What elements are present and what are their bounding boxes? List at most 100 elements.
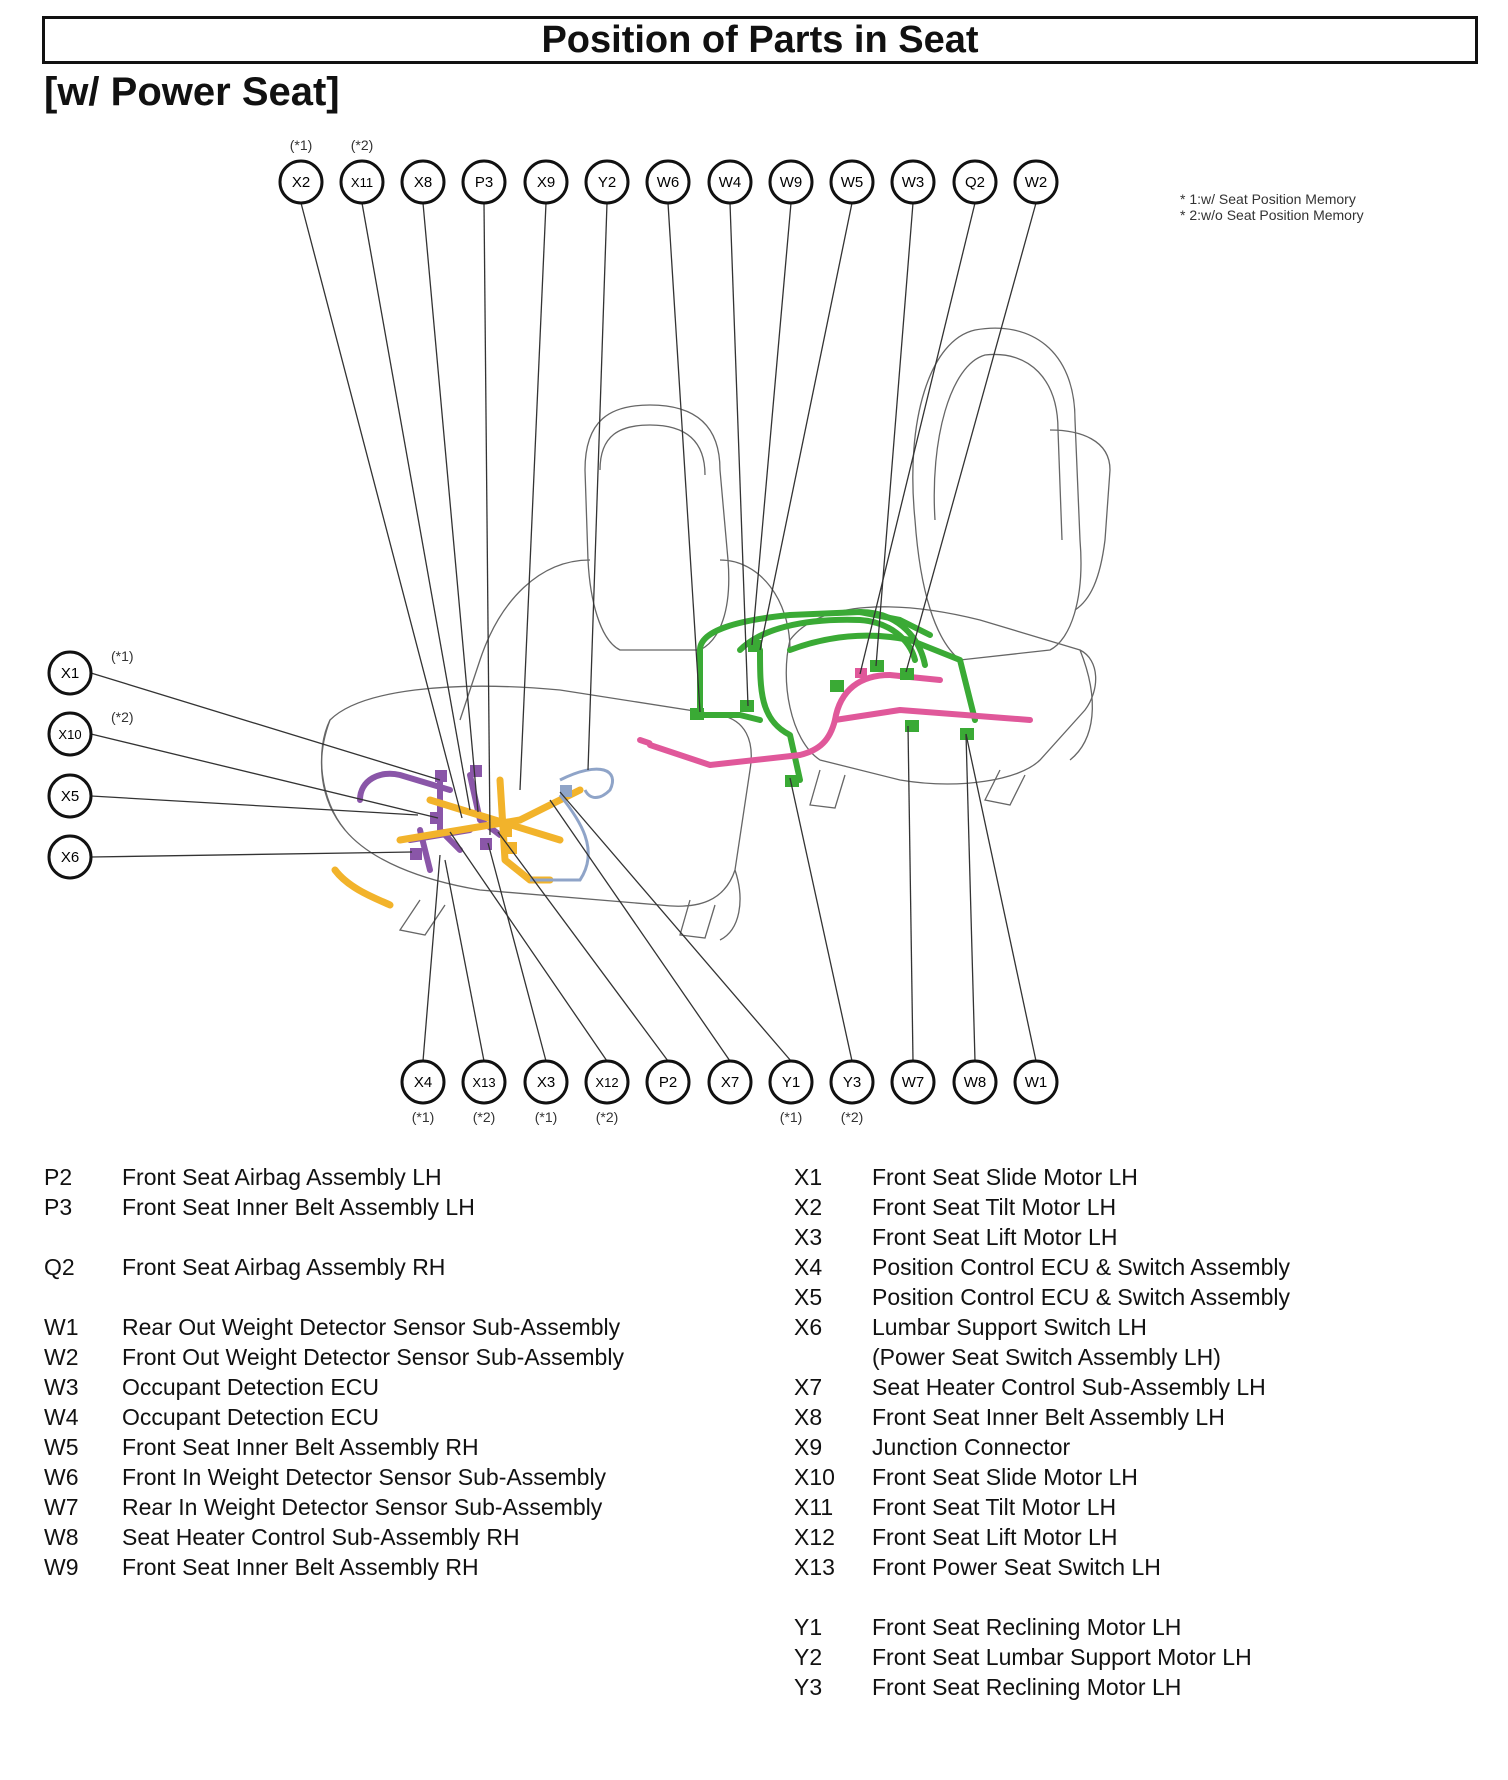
leader-line bbox=[587, 202, 608, 771]
leader-line bbox=[751, 202, 792, 646]
connector-x13: X13(*2) bbox=[461, 1059, 507, 1125]
legend-code: W8 bbox=[44, 1524, 79, 1550]
leader-line bbox=[90, 733, 439, 819]
leader-line bbox=[90, 795, 419, 816]
legend-code: X11 bbox=[794, 1494, 834, 1520]
connector-x2: X2(*1) bbox=[278, 137, 324, 205]
legend-code: W6 bbox=[44, 1464, 79, 1490]
legend-code: X6 bbox=[794, 1314, 823, 1340]
connector-label: X11 bbox=[351, 175, 373, 190]
note-no-seat-memory: * 2:w/o Seat Position Memory bbox=[1180, 207, 1364, 223]
legend-description: Front Seat Tilt Motor LH bbox=[872, 1194, 1117, 1220]
legend-description: Junction Connector bbox=[872, 1434, 1071, 1460]
connector-x8: X8 bbox=[400, 159, 446, 205]
legend-row: X9 Junction Connector bbox=[794, 1432, 1290, 1462]
connector-circle bbox=[400, 1059, 446, 1105]
legend-description: Front Seat Slide Motor LH bbox=[872, 1164, 1138, 1190]
legend-description: Front Seat Slide Motor LH bbox=[872, 1464, 1138, 1490]
legend-description: Front Seat Airbag Assembly RH bbox=[122, 1254, 446, 1280]
legend-description: Seat Heater Control Sub-Assembly RH bbox=[122, 1524, 520, 1550]
legend-code: X7 bbox=[794, 1374, 823, 1400]
connector-label: W9 bbox=[780, 174, 803, 191]
connector-x7: X7 bbox=[707, 1059, 753, 1105]
note-seat-memory: * 1:w/ Seat Position Memory bbox=[1180, 191, 1356, 207]
legend-description: Front Power Seat Switch LH bbox=[872, 1554, 1161, 1580]
connector-x3: X3(*1) bbox=[523, 1059, 569, 1125]
connector-circle bbox=[890, 159, 936, 205]
leader-line bbox=[361, 202, 471, 811]
legend-code: Y2 bbox=[794, 1644, 823, 1670]
connector-q2: Q2 bbox=[952, 159, 998, 205]
leader-line bbox=[559, 791, 792, 1062]
connector-label: W4 bbox=[719, 174, 742, 191]
connector-y2: Y2 bbox=[584, 159, 630, 205]
legend-description: Position Control ECU & Switch Assembly bbox=[872, 1254, 1290, 1280]
connector-p3: P3 bbox=[461, 159, 507, 205]
connector-w5: W5 bbox=[829, 159, 875, 205]
connector-label: W8 bbox=[964, 1074, 987, 1091]
connector-circle bbox=[707, 159, 753, 205]
connector-y1: Y1(*1) bbox=[768, 1059, 814, 1125]
connector-label: X1 bbox=[61, 665, 79, 682]
legend-description: Position Control ECU & Switch Assembly bbox=[872, 1284, 1290, 1310]
legend-description: Occupant Detection ECU bbox=[122, 1374, 379, 1400]
legend-code: X9 bbox=[794, 1434, 823, 1460]
legend-code: X8 bbox=[794, 1404, 823, 1430]
connector-note: (*1) bbox=[535, 1109, 558, 1125]
connector-w3: W3 bbox=[890, 159, 936, 205]
leader-line bbox=[497, 831, 669, 1062]
leader-line bbox=[90, 672, 441, 781]
connector-circle bbox=[768, 159, 814, 205]
legend-code: Q2 bbox=[44, 1254, 75, 1280]
connector-circle bbox=[768, 1059, 814, 1105]
connector-w4: W4 bbox=[707, 159, 753, 205]
legend-description: Front Seat Lumbar Support Motor LH bbox=[872, 1644, 1252, 1670]
leader-line bbox=[905, 202, 1037, 673]
connector-label: X9 bbox=[537, 174, 555, 191]
legend-row: X7 Seat Heater Control Sub-Assembly LH bbox=[794, 1372, 1290, 1402]
connector-label: Y3 bbox=[843, 1074, 861, 1091]
connector-circle bbox=[952, 1059, 998, 1105]
leader-line bbox=[422, 202, 479, 813]
connector-circle bbox=[461, 159, 507, 205]
leader-line bbox=[907, 725, 914, 1062]
connector-label: P3 bbox=[475, 174, 493, 191]
legend-code: X12 bbox=[794, 1524, 835, 1550]
legend-code: X2 bbox=[794, 1194, 823, 1220]
connector-circle bbox=[278, 159, 324, 205]
leader-line bbox=[729, 202, 749, 707]
connector-x5: X5 bbox=[47, 773, 93, 819]
legend-row: Y2 Front Seat Lumbar Support Motor LH bbox=[794, 1642, 1290, 1672]
legend-description: Front Seat Tilt Motor LH bbox=[872, 1494, 1117, 1520]
legend-description: Rear Out Weight Detector Sensor Sub-Asse… bbox=[122, 1314, 621, 1340]
connector-circle bbox=[47, 834, 93, 880]
connector-x6: X6 bbox=[47, 834, 93, 880]
connector-circle bbox=[952, 159, 998, 205]
connector-note: (*2) bbox=[111, 709, 134, 725]
page-subtitle: [w/ Power Seat] bbox=[44, 70, 340, 114]
connector-circle bbox=[339, 159, 385, 205]
legend-code bbox=[794, 1342, 872, 1372]
connector-label: X12 bbox=[595, 1075, 618, 1090]
legend-description: Seat Heater Control Sub-Assembly LH bbox=[872, 1374, 1266, 1400]
connector-note: (*2) bbox=[596, 1109, 619, 1125]
leader-lines bbox=[90, 202, 1037, 1062]
legend-code: W1 bbox=[44, 1314, 79, 1340]
connector-circle bbox=[461, 1059, 507, 1105]
connector-x10: X10(*2) bbox=[47, 709, 134, 757]
leader-line bbox=[449, 831, 608, 1062]
legend-row: X11 Front Seat Tilt Motor LH bbox=[794, 1492, 1290, 1522]
legend-description: Front Seat Inner Belt Assembly LH bbox=[872, 1404, 1225, 1430]
seat-wiring-diagram: * 1:w/ Seat Position Memory * 2:w/o Seat… bbox=[47, 137, 1364, 1125]
leader-line bbox=[759, 202, 853, 651]
connector-circle bbox=[584, 159, 630, 205]
